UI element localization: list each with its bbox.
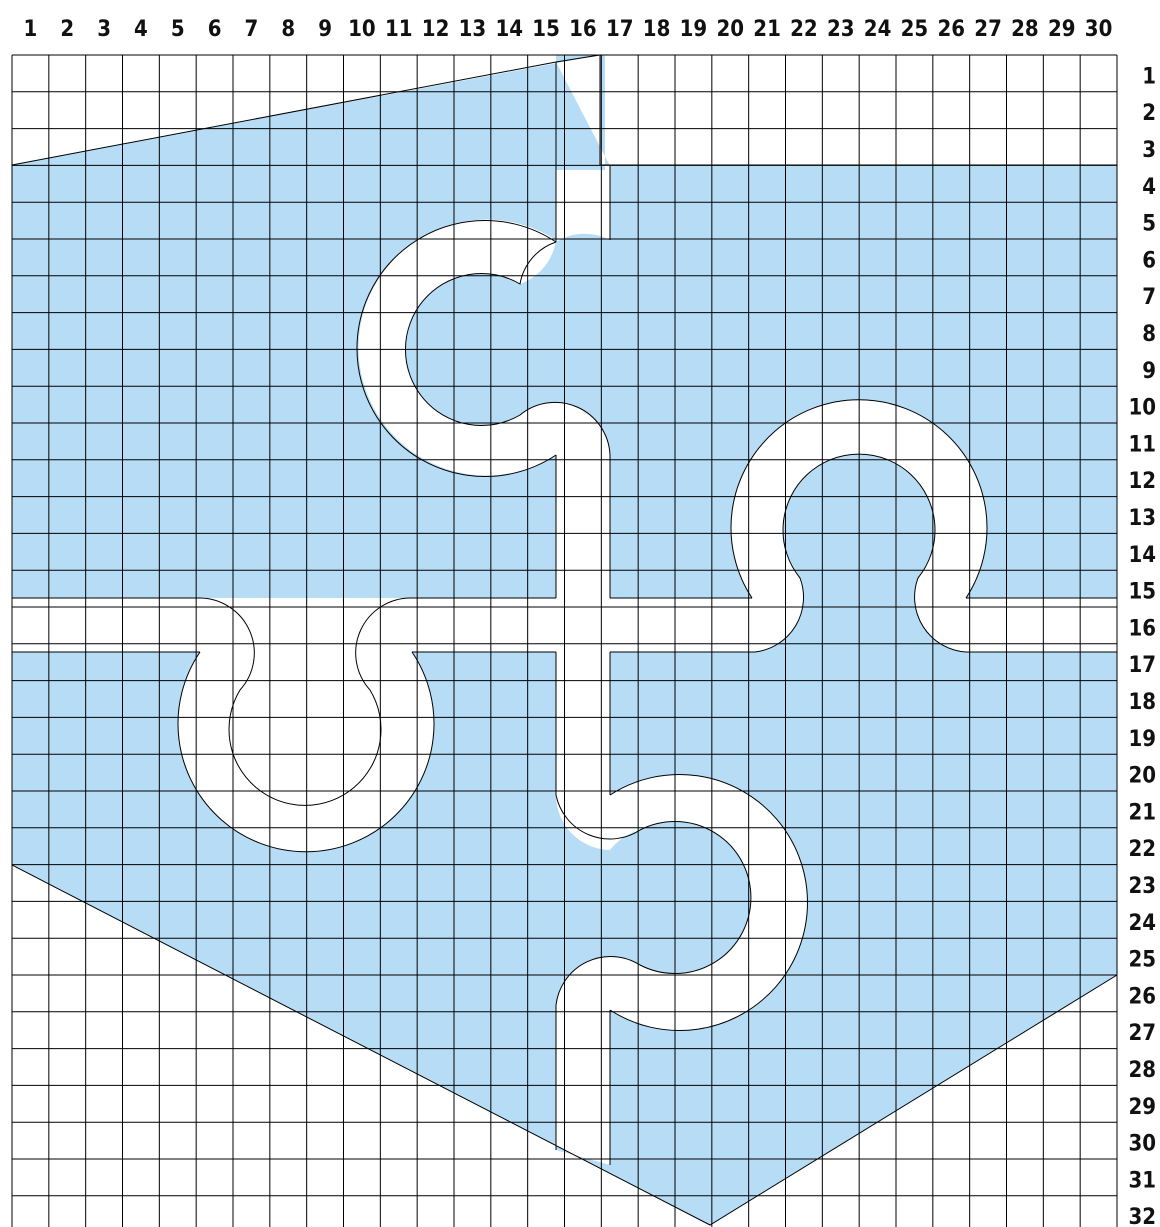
column-label: 7 bbox=[245, 17, 259, 42]
column-label: 11 bbox=[385, 17, 413, 42]
row-label: 19 bbox=[1128, 727, 1156, 752]
row-label: 2 bbox=[1142, 101, 1156, 126]
row-label: 8 bbox=[1142, 322, 1156, 347]
row-label: 21 bbox=[1128, 800, 1156, 825]
column-label: 19 bbox=[680, 17, 708, 42]
column-label: 25 bbox=[901, 17, 929, 42]
column-label: 14 bbox=[495, 17, 523, 42]
column-label: 24 bbox=[864, 17, 892, 42]
row-label: 26 bbox=[1128, 984, 1156, 1009]
column-label: 6 bbox=[208, 17, 222, 42]
row-label: 22 bbox=[1128, 837, 1156, 862]
column-label: 5 bbox=[171, 17, 185, 42]
column-label: 4 bbox=[134, 17, 148, 42]
column-label: 13 bbox=[459, 17, 487, 42]
row-label: 25 bbox=[1128, 948, 1156, 973]
row-label: 6 bbox=[1142, 248, 1156, 273]
row-label: 13 bbox=[1128, 506, 1156, 531]
row-label: 10 bbox=[1128, 396, 1156, 421]
column-label: 12 bbox=[422, 17, 450, 42]
column-label: 18 bbox=[643, 17, 671, 42]
column-label: 30 bbox=[1085, 17, 1113, 42]
gap-bottom-knob-outline bbox=[178, 598, 434, 852]
column-label: 15 bbox=[532, 17, 560, 42]
row-label: 30 bbox=[1128, 1132, 1156, 1157]
column-label: 9 bbox=[318, 17, 332, 42]
row-label: 23 bbox=[1128, 874, 1156, 899]
column-label: 1 bbox=[24, 17, 38, 42]
row-label: 4 bbox=[1142, 175, 1156, 200]
column-label: 16 bbox=[569, 17, 597, 42]
row-label: 15 bbox=[1128, 580, 1156, 605]
column-label: 28 bbox=[1011, 17, 1039, 42]
column-label: 3 bbox=[97, 17, 111, 42]
row-label: 9 bbox=[1142, 359, 1156, 384]
column-label: 29 bbox=[1048, 17, 1076, 42]
row-label: 28 bbox=[1128, 1058, 1156, 1083]
row-label: 29 bbox=[1128, 1095, 1156, 1120]
row-label: 20 bbox=[1128, 764, 1156, 789]
row-label: 3 bbox=[1142, 138, 1156, 163]
row-labels: 1234567891011121314151617181920212223242… bbox=[1128, 64, 1156, 1227]
column-label: 23 bbox=[827, 17, 855, 42]
row-label: 24 bbox=[1128, 911, 1156, 936]
row-label: 5 bbox=[1142, 212, 1156, 237]
row-label: 27 bbox=[1128, 1021, 1156, 1046]
column-label: 26 bbox=[937, 17, 965, 42]
column-label: 21 bbox=[753, 17, 781, 42]
row-label: 14 bbox=[1128, 543, 1156, 568]
column-label: 20 bbox=[716, 17, 744, 42]
column-label: 17 bbox=[606, 17, 634, 42]
column-label: 22 bbox=[790, 17, 818, 42]
row-label: 16 bbox=[1128, 616, 1156, 641]
column-label: 10 bbox=[348, 17, 376, 42]
column-label: 8 bbox=[281, 17, 295, 42]
row-label: 17 bbox=[1128, 653, 1156, 678]
column-label: 27 bbox=[974, 17, 1002, 42]
row-label: 12 bbox=[1128, 469, 1156, 494]
row-label: 11 bbox=[1128, 432, 1156, 457]
row-label: 18 bbox=[1128, 690, 1156, 715]
row-label: 7 bbox=[1142, 285, 1156, 310]
column-label: 2 bbox=[60, 17, 74, 42]
row-label: 1 bbox=[1142, 64, 1156, 89]
row-label: 32 bbox=[1128, 1205, 1156, 1227]
row-label: 31 bbox=[1128, 1168, 1156, 1193]
